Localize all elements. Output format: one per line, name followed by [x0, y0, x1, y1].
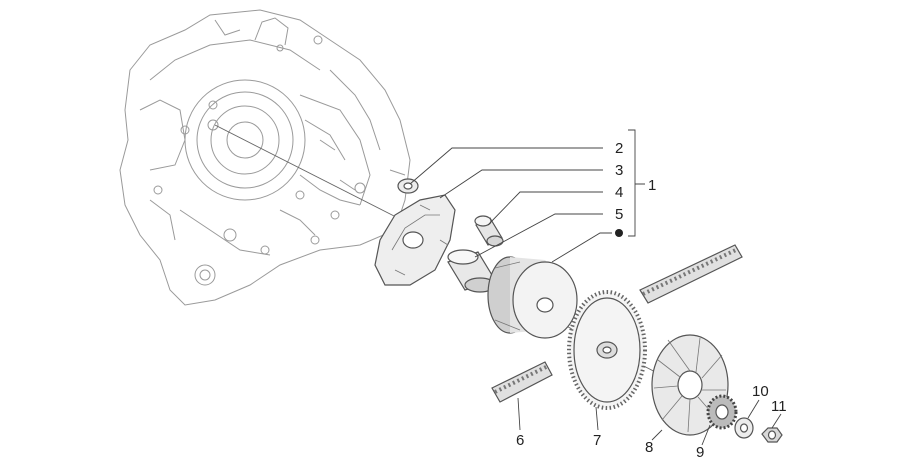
group-bracket — [628, 129, 645, 237]
callout-9: 9 — [696, 444, 704, 461]
callout-2: 2 — [615, 140, 623, 157]
part-2-clip — [397, 178, 419, 194]
callout-3: 3 — [615, 162, 623, 179]
kit-bullet-marker — [615, 229, 623, 237]
callout-5: 5 — [615, 206, 623, 223]
callout-6: 6 — [516, 432, 524, 449]
crankshaft-axis-line — [214, 124, 399, 219]
part-6-belt-upper — [639, 244, 743, 304]
callout-11: 11 — [771, 398, 787, 415]
callout-10: 10 — [752, 383, 769, 400]
callout-4: 4 — [615, 184, 623, 201]
callout-7: 7 — [593, 432, 601, 449]
part-6-belt-lower — [491, 361, 553, 403]
callout-1: 1 — [648, 177, 656, 194]
movable-drive-face — [487, 256, 578, 339]
part-3-ramp-plate — [374, 194, 456, 286]
part-9-gear — [706, 394, 738, 430]
part-10-washer — [734, 417, 754, 439]
part-11-nut — [761, 427, 783, 443]
part-5-sleeve — [447, 249, 496, 293]
part-7-ring-gear — [567, 290, 647, 410]
callout-8: 8 — [645, 439, 653, 456]
crankcase-housing — [119, 9, 411, 306]
leader-lines — [409, 147, 782, 446]
part-4-roller — [474, 215, 504, 247]
